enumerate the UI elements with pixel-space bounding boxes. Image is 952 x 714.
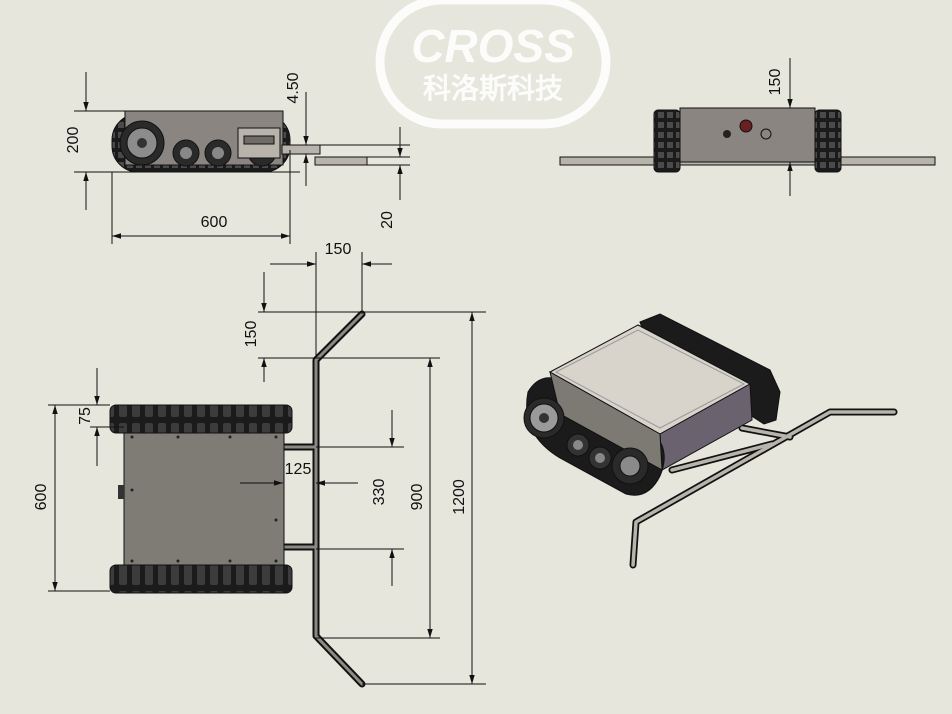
isometric-view (523, 313, 898, 569)
watermark-subtitle: 科洛斯科技 (423, 73, 563, 104)
side-view: 200 4.50 600 20 (65, 72, 410, 244)
dim-top-total-span: 1200 (451, 479, 468, 515)
dim-top-body-width: 600 (33, 484, 50, 511)
front-indicator (739, 119, 753, 133)
top-handle-frame (312, 310, 366, 688)
front-body (679, 107, 816, 163)
dim-side-clearance: 20 (379, 211, 396, 229)
dim-top-handle-width: 150 (325, 241, 352, 258)
side-handle (281, 144, 321, 155)
dim-side-height: 200 (65, 127, 82, 154)
watermark-brand: CROSS (411, 20, 575, 72)
dim-top-handle-depth: 150 (243, 321, 260, 348)
dim-top-offset: 125 (285, 461, 312, 478)
dim-side-length: 600 (201, 214, 228, 231)
dim-top-track-width: 75 (77, 407, 94, 425)
top-lower-track (109, 564, 293, 594)
front-switch (723, 130, 731, 138)
watermark: CROSS 科洛斯科技 (375, 0, 611, 129)
front-view: 150 (559, 58, 936, 196)
top-body-plate (123, 432, 285, 566)
front-port (760, 128, 772, 140)
watermark-badge (375, 0, 611, 129)
front-left-track (653, 109, 681, 173)
dim-front-height: 150 (767, 69, 784, 96)
front-right-track (814, 109, 842, 173)
top-upper-track (109, 404, 293, 434)
dim-top-inner-span: 900 (409, 484, 426, 511)
dim-top-bar-span: 330 (371, 479, 388, 506)
top-view: 150 150 75 600 125 330 900 1200 (33, 241, 486, 688)
dim-side-offset: 4.50 (285, 72, 302, 103)
